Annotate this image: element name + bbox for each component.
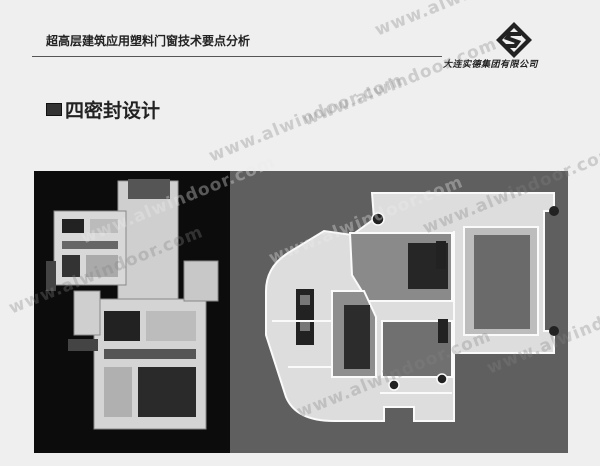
square-bullet-icon — [46, 103, 62, 116]
watermark: www.alwindoor.com — [206, 70, 407, 167]
profile-3d-photo — [34, 171, 230, 453]
watermark: www.alwindoor.com — [372, 0, 572, 41]
seal-diagram-figure — [34, 171, 568, 453]
header-title: 超高层建筑应用塑料门窗技术要点分析 — [46, 34, 251, 48]
company-logo-icon — [496, 22, 532, 58]
seal-diagram — [34, 171, 568, 453]
section-heading: 四密封设计 — [46, 96, 160, 123]
section-title: 四密封设计 — [65, 100, 161, 122]
header-rule — [32, 56, 442, 57]
company-name: 大连实德集团有限公司 — [443, 60, 539, 70]
profile-cross-section — [230, 171, 568, 453]
watermark: www.alwindoor.com — [300, 34, 501, 131]
